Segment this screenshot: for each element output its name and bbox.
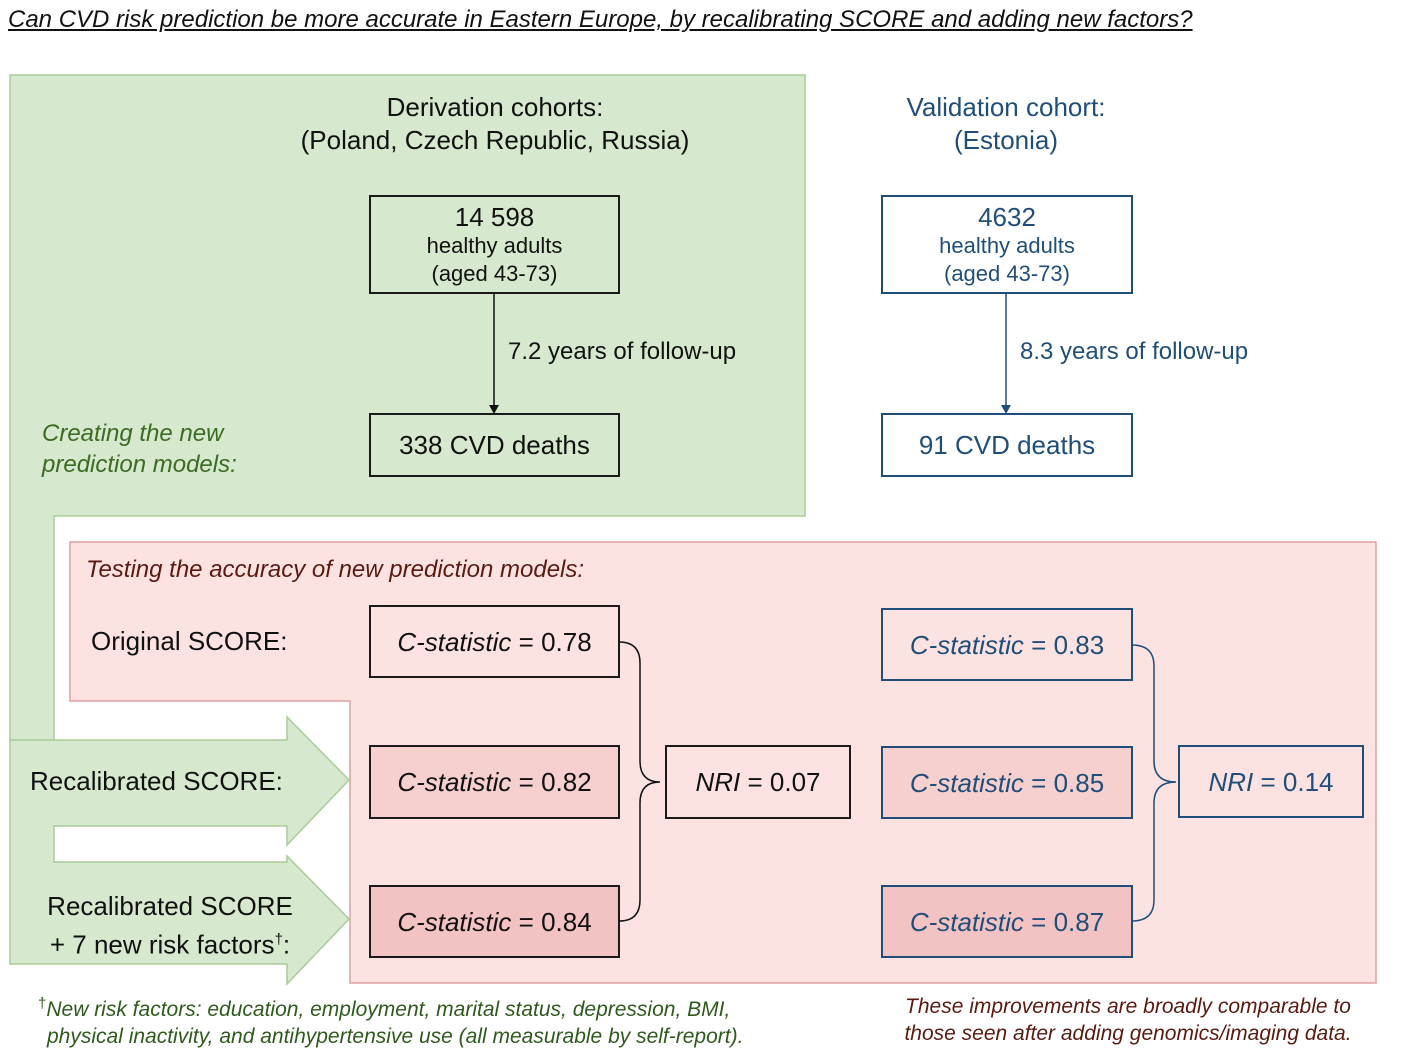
row-label-recalibrated-plus: Recalibrated SCORE + 7 new risk factors†… (20, 890, 320, 962)
footnote-dagger: † (38, 995, 47, 1012)
validation-count: 4632 (978, 201, 1036, 232)
validation-cstat-original: C-statistic = 0.83 (881, 608, 1133, 681)
validation-followup-label: 8.3 years of follow-up (1020, 338, 1249, 365)
derivation-population-box: 14 598 healthy adults (aged 43-73) (369, 195, 620, 294)
cstat-value: 0.82 (541, 767, 592, 797)
nri-label: NRI (1208, 766, 1254, 797)
validation-cstat-recalibrated: C-statistic = 0.85 (881, 746, 1133, 819)
nri-value-row: NRI = 0.14 (1208, 767, 1333, 797)
footnote-left: †New risk factors: education, employment… (38, 990, 743, 1050)
equals-sign: = (511, 626, 542, 657)
cstat-value-row: C-statistic = 0.83 (910, 630, 1104, 660)
validation-arrow-head (1001, 405, 1011, 414)
validation-deaths-box: 91 CVD deaths (881, 413, 1133, 477)
row-label-plus-colon: : (282, 929, 291, 960)
creating-models-label: Creating the new prediction models: (42, 418, 237, 480)
derivation-cstat-original: C-statistic = 0.78 (369, 605, 620, 678)
equals-sign: = (1023, 629, 1054, 660)
equals-sign: = (740, 767, 770, 797)
cstat-value: 0.84 (541, 906, 592, 937)
footnote-right-line2: those seen after adding genomics/imaging… (904, 1022, 1352, 1045)
row-label-original: Original SCORE: (91, 626, 288, 656)
creating-models-line2: prediction models: (42, 451, 237, 478)
dagger-mark: † (274, 931, 283, 948)
row-label-recalibrated: Recalibrated SCORE: (30, 766, 283, 796)
cstat-value: 0.78 (541, 626, 592, 657)
equals-sign: = (1023, 767, 1054, 798)
nri-label: NRI (695, 767, 741, 797)
cstat-label: C-statistic (397, 626, 512, 657)
equals-sign: = (511, 767, 542, 797)
derivation-nri-box: NRI = 0.07 (665, 745, 851, 819)
derivation-arrow-head (489, 405, 499, 414)
equals-sign: = (1253, 766, 1283, 797)
validation-nri-box: NRI = 0.14 (1178, 745, 1364, 818)
footnote-left-line1-text: New risk factors: education, employment,… (46, 998, 731, 1021)
derivation-count: 14 598 (454, 201, 535, 232)
derivation-cstat-plus: C-statistic = 0.84 (369, 885, 620, 958)
cstat-value-row: C-statistic = 0.85 (910, 768, 1104, 798)
derivation-heading: Derivation cohorts: (Poland, Czech Repub… (245, 91, 745, 157)
row-label-plus-line1: Recalibrated SCORE (47, 891, 293, 921)
cstat-value: 0.87 (1053, 906, 1105, 937)
validation-population-box: 4632 healthy adults (aged 43-73) (881, 195, 1133, 294)
equals-sign: = (1023, 906, 1054, 937)
derivation-heading-line2: (Poland, Czech Republic, Russia) (300, 125, 690, 155)
row-label-plus-line2: + 7 new risk factors†: (20, 923, 320, 962)
footnote-left-line2: physical inactivity, and antihypertensiv… (47, 1025, 744, 1048)
page-title: Can CVD risk prediction be more accurate… (8, 6, 1193, 33)
cstat-label: C-statistic (909, 767, 1024, 798)
validation-bracket (1131, 644, 1177, 922)
derivation-arrow-strip (9, 715, 351, 986)
nri-value: 0.14 (1282, 766, 1334, 797)
cstat-value: 0.83 (1053, 629, 1105, 660)
creating-models-line1: Creating the new (42, 420, 224, 447)
validation-heading-line2: (Estonia) (953, 125, 1059, 155)
testing-heading: Testing the accuracy of new prediction m… (86, 556, 585, 583)
cstat-label: C-statistic (909, 629, 1024, 660)
cstat-label: C-statistic (909, 906, 1024, 937)
cstat-label: C-statistic (397, 906, 512, 937)
derivation-age: (aged 43-73) (431, 260, 558, 286)
validation-heading: Validation cohort: (Estonia) (856, 91, 1156, 157)
cstat-value-row: C-statistic = 0.78 (397, 627, 591, 657)
derivation-cstat-recalibrated: C-statistic = 0.82 (369, 745, 620, 819)
footnote-left-line1: †New risk factors: education, employment… (38, 990, 743, 1023)
validation-heading-line1: Validation cohort: (906, 92, 1106, 122)
cstat-value-row: C-statistic = 0.84 (397, 907, 591, 937)
cstat-value-row: C-statistic = 0.87 (910, 907, 1104, 937)
validation-age: (aged 43-73) (944, 260, 1070, 286)
equals-sign: = (511, 906, 542, 937)
validation-cstat-plus: C-statistic = 0.87 (881, 885, 1133, 958)
validation-subject: healthy adults (939, 232, 1075, 258)
testing-panel (69, 541, 1377, 984)
footnote-right: These improvements are broadly comparabl… (873, 993, 1383, 1047)
row-label-plus-line2-prefix: + 7 new risk factors (49, 929, 275, 960)
nri-value: 0.07 (769, 767, 821, 797)
cstat-label: C-statistic (397, 767, 512, 797)
cstat-value: 0.85 (1053, 767, 1105, 798)
derivation-followup-label: 7.2 years of follow-up (508, 338, 737, 365)
cstat-value-row: C-statistic = 0.82 (397, 767, 591, 797)
derivation-bracket (618, 641, 661, 922)
derivation-deaths-box: 338 CVD deaths (369, 413, 620, 477)
derivation-subject: healthy adults (426, 232, 563, 258)
derivation-heading-line1: Derivation cohorts: (386, 92, 604, 122)
footnote-right-line1: These improvements are broadly comparabl… (905, 995, 1351, 1018)
nri-value-row: NRI = 0.07 (695, 767, 820, 797)
